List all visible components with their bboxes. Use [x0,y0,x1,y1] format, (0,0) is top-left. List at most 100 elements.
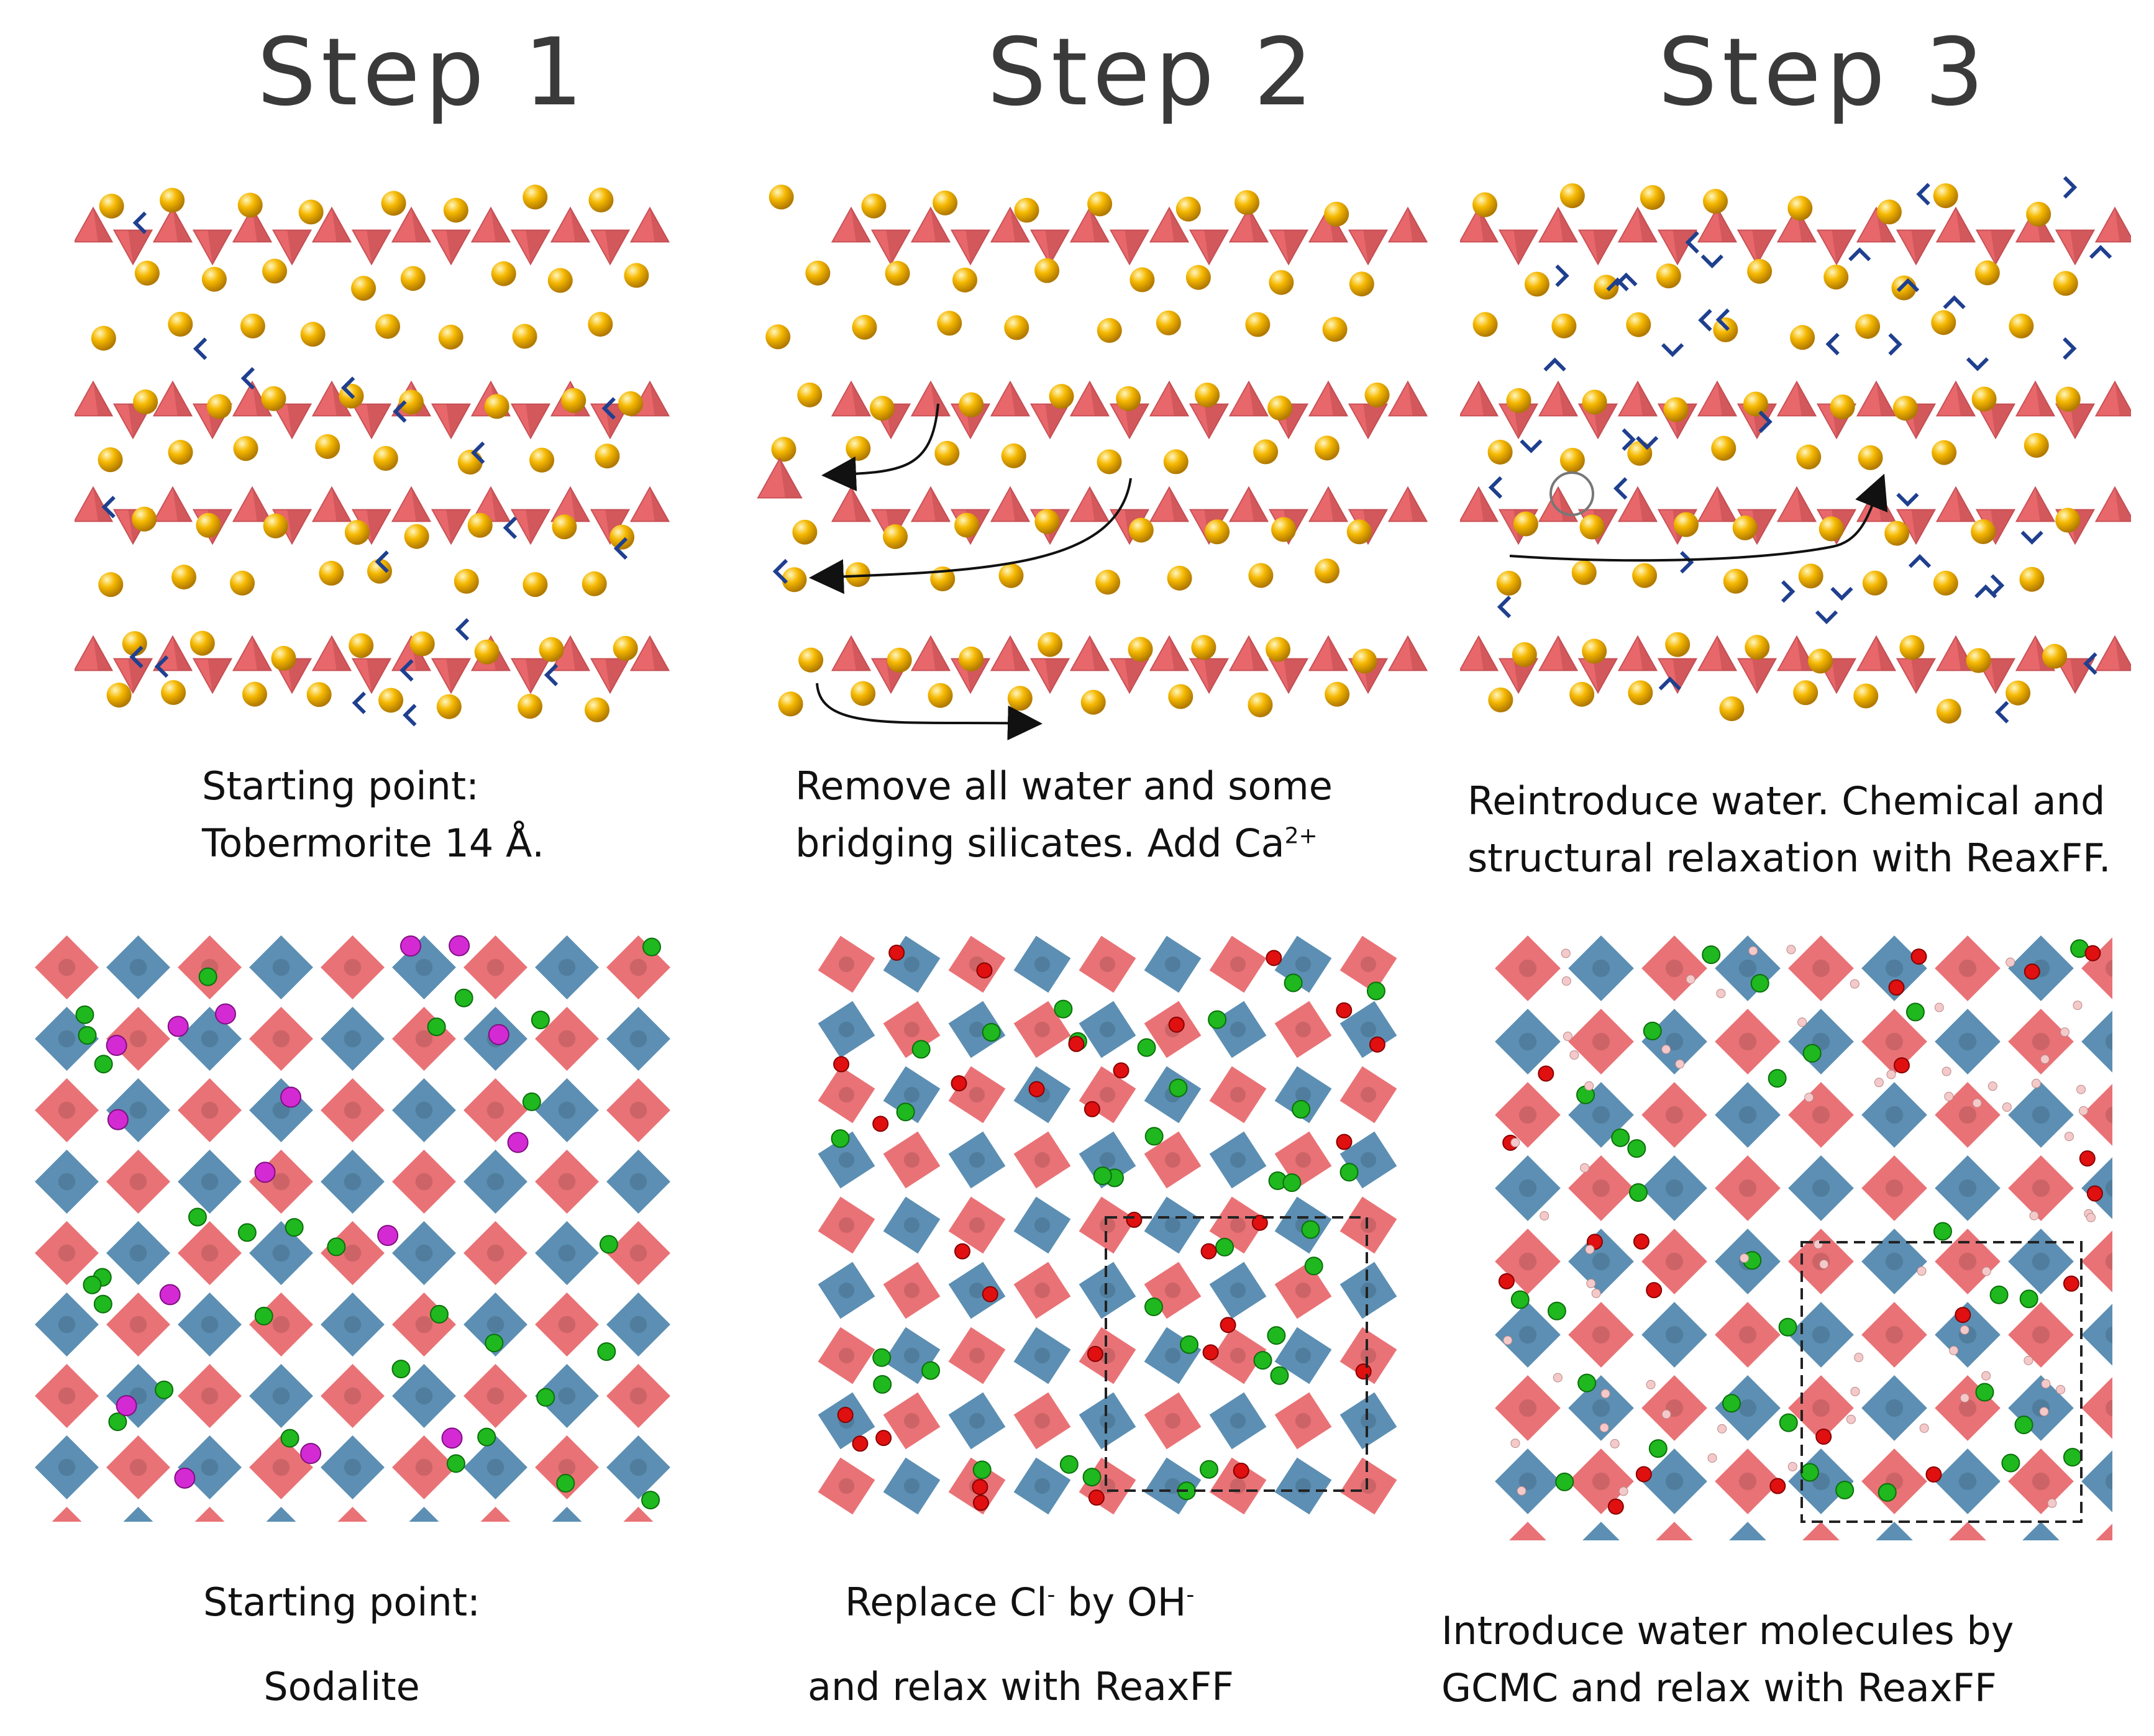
silicon-tetrahedron [176,1362,244,1430]
silicon-tetrahedron [1403,1390,1404,1452]
water-molecule [1613,477,1628,500]
calcium-atom [161,680,186,706]
silicon-tetrahedron [1077,934,1138,995]
sodium-atom [214,1003,236,1025]
hydrogen-atom [1584,1081,1594,1091]
silicate-facet [411,207,431,242]
aluminium-tetrahedron [1077,1520,1138,1522]
chlorine-atom [1750,974,1769,993]
chlorine-atom [1267,1326,1286,1345]
tetrahedron-center [1665,1106,1684,1124]
calcium-atom [797,382,823,407]
calcium-atom [846,435,871,461]
silicon-tetrahedron [1077,1194,1138,1256]
silicate-tetrahedron [550,206,591,243]
chlorine-atom [1144,1127,1164,1146]
tetrahedron-center [1295,1021,1312,1038]
oxygen-atom [1336,1002,1353,1019]
tetrahedron-center [629,1244,647,1262]
silicon-tetrahedron [1566,1007,1636,1076]
silicate-facet [1991,404,2015,439]
calcium-atom [367,558,392,584]
addition-arrow [816,683,1043,740]
water-molecule [1698,309,1712,332]
tetrahedron-center [1230,1347,1246,1364]
silicate-facet [1090,487,1109,522]
tetrahedron-center [1099,1217,1116,1234]
caption-step1-bottom: Starting point: Sodalite [186,1560,497,1729]
calcium-atom [2019,566,2045,592]
chlorine-atom [1301,1220,1320,1239]
tetrahedron-center [1592,1325,1610,1344]
tetrahedron-center [1592,1179,1610,1197]
silicon-tetrahedron [1142,1390,1203,1452]
aluminium-tetrahedron [319,1291,386,1358]
chlorine-atom [2019,1289,2038,1309]
tetrahedron-center [1812,1106,1830,1124]
silicate-facet [570,207,590,242]
calcium-atom [1663,397,1689,422]
aluminium-tetrahedron [1142,934,1203,995]
caption-line: Introduce water molecules by [1441,1608,2014,1653]
silicate-facet [1363,230,1387,265]
calcium-atom [2024,433,2049,458]
hydrogen-atom [2076,1084,2086,1094]
silicate-tetrahedron [2055,658,2096,694]
calcium-atom [1971,519,1996,545]
oxygen-atom [982,1286,998,1302]
silicate-facet [1090,381,1109,416]
chlorine-atom [1253,1351,1272,1370]
silicon-tetrahedron [1566,1153,1636,1223]
silicate-facet [931,207,950,242]
chlorine-atom [1547,1301,1566,1320]
tetrahedron-center [1885,1252,1904,1271]
aluminium-tetrahedron [881,1194,942,1256]
tetrahedron-center [1885,1032,1904,1051]
sodium-atom [107,1109,129,1130]
calcium-atom [1168,684,1193,709]
silicon-tetrahedron [1207,934,1269,995]
chlorine-atom [1768,1069,1787,1088]
silicate-tetrahedron [75,380,114,417]
hydrogen-atom [2029,1211,2039,1220]
tetrahedron-center [201,1458,219,1476]
silicate-tetrahedron [1538,380,1579,417]
water-molecule [1825,332,1840,356]
silicate-facet [287,404,311,439]
silicon-tetrahedron [881,1129,942,1191]
hydrogen-atom [1569,1050,1579,1060]
silicon-tetrahedron [2079,1082,2112,1148]
calcium-atom [98,572,124,598]
silicate-facet [1911,658,1935,693]
tetrahedron-center [2105,1399,2112,1417]
aluminium-tetrahedron [1933,1153,2002,1223]
silicate-tetrahedron [1189,229,1230,266]
oxygen-atom [1633,1233,1650,1250]
calcium-atom [168,440,193,465]
tetrahedron-center [1034,1347,1051,1364]
tetrahedron-center [272,1458,290,1476]
silicon-tetrahedron [1507,1520,1548,1540]
silicon-tetrahedron [2006,1153,2076,1223]
calcium-atom [1711,435,1736,461]
silicate-tetrahedron [2055,229,2096,266]
calcium-atom [529,447,555,473]
silicate-facet [1832,230,1856,265]
aluminium-tetrahedron [319,1434,386,1501]
calcium-atom [1185,265,1211,290]
calcium-atom [1808,648,1833,674]
calcium-atom [1932,440,1957,465]
water-molecule [1830,586,1853,601]
oxygen-atom [875,1430,892,1447]
silicon-tetrahedron [390,1434,458,1501]
oxygen-atom [1233,1462,1249,1479]
tetrahedron-center [903,1347,920,1364]
calcium-atom [1853,683,1879,709]
calcium-atom [1732,515,1758,540]
calcium-atom [1790,325,1815,350]
caption-text: Replace Cl [845,1579,1047,1625]
calcium-atom [1248,692,1273,717]
silicate-tetrahedron [1069,380,1110,417]
silicate-facet [1010,487,1029,522]
silicate-tetrahedron [2015,380,2056,417]
